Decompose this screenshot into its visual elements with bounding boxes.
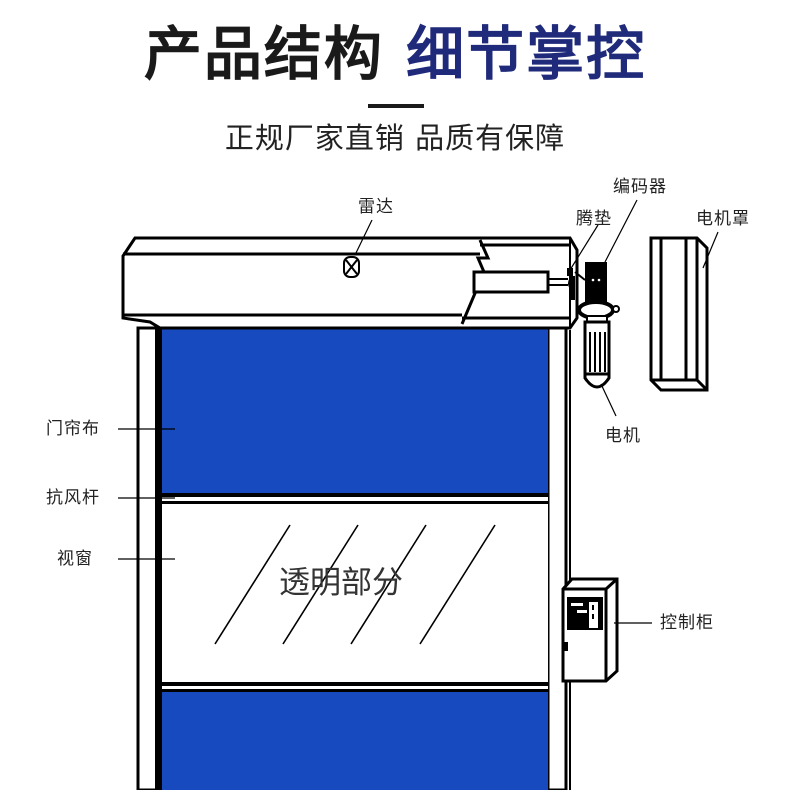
motor-cover [649,236,709,392]
label-motor: 电机 [605,426,641,446]
label-wind-bar: 抗风杆 [46,488,100,508]
right-frame-post [546,326,571,790]
label-encoder: 编码器 [613,177,667,197]
page-subtitle: 正规厂家直销 品质有保障 [224,121,566,155]
label-motor-cover: 电机罩 [696,209,750,229]
window-glare-lines [214,524,496,645]
transparent-window [162,504,548,682]
motor-assembly [574,262,620,389]
page-title: 产品结构 细节掌控 [0,14,790,94]
pad-bracket [567,268,575,300]
wind-bar-lower [162,682,548,692]
roller-box [121,236,579,330]
wind-bar [162,493,548,504]
curtain-fabric-lower [162,692,548,790]
title-dark-part: 产品结构 [143,20,384,88]
label-window: 视窗 [57,549,93,569]
window-transparent-text: 透明部分 [279,565,403,601]
label-curtain-fabric: 门帘布 [46,419,100,439]
curtain-fabric-upper [162,328,548,493]
title-divider [368,104,424,108]
leader-lines [118,199,719,624]
radar-icon [343,256,360,278]
title-accent-part: 细节掌控 [406,20,647,88]
label-control-box: 控制柜 [660,613,714,633]
label-pad: 腾垫 [576,209,612,229]
label-radar: 雷达 [358,197,394,217]
control-box [561,577,619,683]
